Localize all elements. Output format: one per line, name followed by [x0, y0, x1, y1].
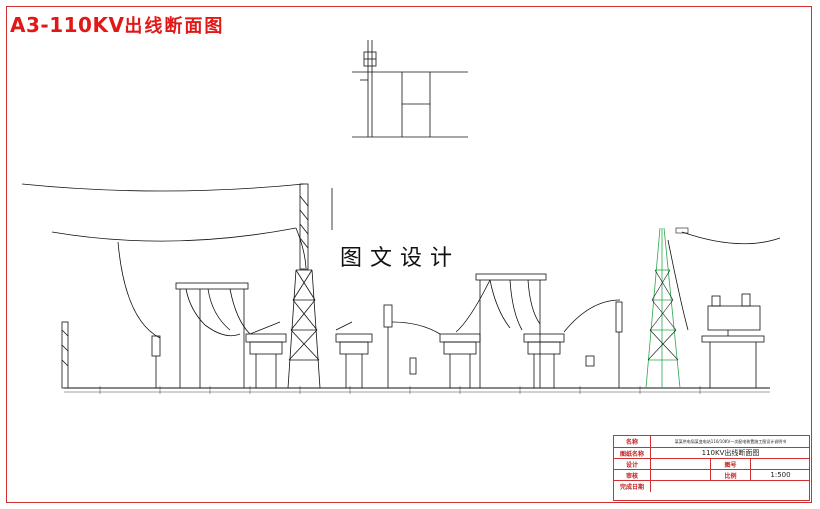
- equipment-group-center: [335, 304, 441, 388]
- equipment-group-left: [245, 321, 287, 388]
- left-portal: [175, 282, 251, 388]
- title-block-label: 图号: [710, 459, 750, 469]
- title-block-row: 图纸名称 110KV出线断面图: [614, 447, 809, 458]
- title-block-value: 110KV出线断面图: [650, 448, 810, 458]
- title-block-label: 比例: [710, 470, 750, 480]
- title-block-label: 图纸名称: [619, 450, 644, 458]
- title-block: 名称 某某供电局某变电站110/10KV一次配电装置施工图设计说明书 图纸名称 …: [613, 435, 810, 501]
- title-block-row: 完成日期: [614, 480, 809, 502]
- title-block-label: 名称: [625, 439, 638, 446]
- title-block-row: 设计 图号: [614, 458, 809, 469]
- detail-diagram: [352, 40, 468, 138]
- transformer-right: [701, 293, 765, 388]
- drawing-frame: [6, 6, 812, 503]
- title-block-value: [650, 470, 710, 480]
- left-wall: [61, 321, 69, 389]
- title-suffix: 出线断面图: [124, 16, 225, 37]
- title-block-value: [750, 459, 810, 469]
- title-block-label: 审核: [625, 472, 638, 480]
- title-block-scale: 1:500: [750, 470, 810, 480]
- right-portal: [455, 273, 547, 388]
- lattice-tower-right: [645, 227, 681, 389]
- watermark-text: 图文设计: [336, 240, 465, 272]
- title-prefix: A3-110KV: [10, 13, 125, 37]
- overhead-conductors: [21, 183, 781, 339]
- title-block-value: [650, 459, 710, 469]
- title-block-row: 审核 比例 1:500: [614, 469, 809, 480]
- equipment-arrester: [151, 335, 161, 357]
- title-block-label: 完成日期: [619, 484, 644, 491]
- equipment-group-right: [439, 299, 623, 388]
- lattice-tower-center: [287, 183, 333, 389]
- title-block-label: 设计: [625, 461, 638, 469]
- title-block-value: 某某供电局某变电站110/10KV一次配电装置施工图设计说明书: [650, 436, 810, 447]
- title-block-row: 名称 某某供电局某变电站110/10KV一次配电装置施工图设计说明书: [614, 436, 809, 447]
- drawing-title: A3-110KV出线断面图: [10, 12, 224, 38]
- title-block-value: [650, 481, 810, 492]
